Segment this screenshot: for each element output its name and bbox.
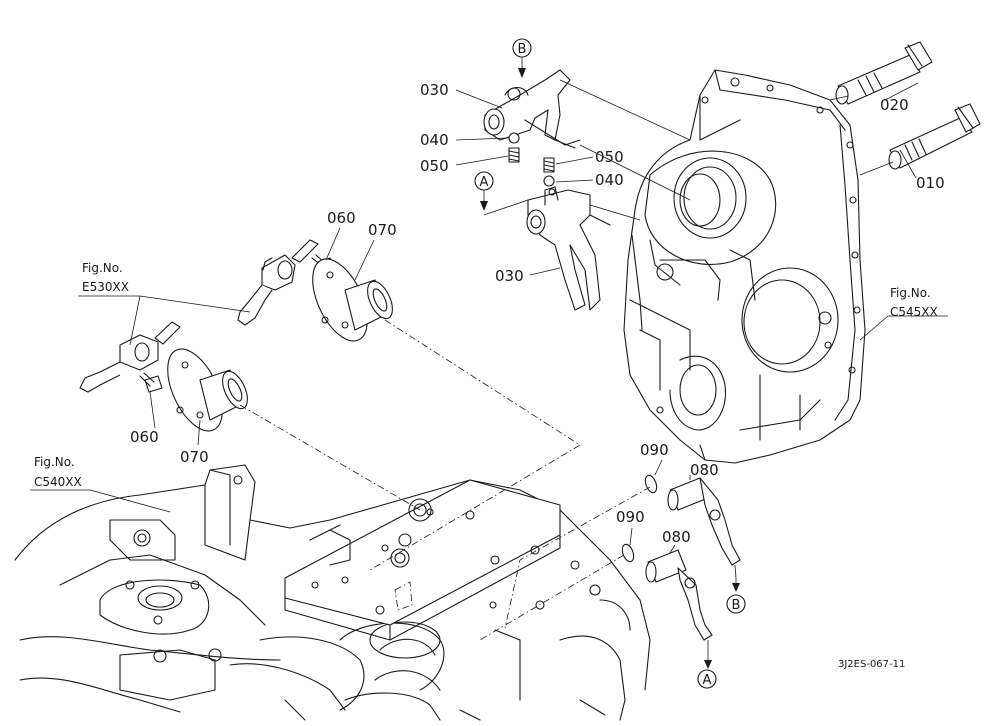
marker-b-bottom: B xyxy=(726,578,746,614)
gear-housing-drawing xyxy=(623,69,866,464)
shift-arm-upper-drawing xyxy=(237,239,319,326)
marker-b-top-letter: B xyxy=(518,42,527,57)
flange-070-bottom-drawing xyxy=(167,348,248,432)
ball-040-right-drawing xyxy=(543,175,555,187)
label-020: 020 xyxy=(880,96,909,114)
figure-ref-c540-prefix: Fig.No. xyxy=(34,455,75,469)
label-050-left: 050 xyxy=(420,157,449,175)
bolt-060-bottom-drawing xyxy=(139,372,163,393)
label-070-bottom: 070 xyxy=(180,448,209,466)
assembly-lines xyxy=(239,79,894,655)
spring-050-left-drawing xyxy=(508,147,520,163)
label-090-upper: 090 xyxy=(640,441,669,459)
figure-ref-e530-code: E530XX xyxy=(82,280,129,294)
o-ring-090-upper-drawing xyxy=(644,474,658,494)
label-010: 010 xyxy=(916,174,945,192)
figure-ref-c540-code: C540XX xyxy=(34,475,82,489)
marker-b-bottom-letter: B xyxy=(732,598,741,613)
label-080-upper: 080 xyxy=(690,461,719,479)
marker-a-top: A xyxy=(474,171,529,216)
flange-070-top-drawing xyxy=(312,258,393,342)
shift-fork-030-bottom-drawing xyxy=(526,186,611,311)
lever-080-upper-drawing xyxy=(667,477,741,566)
shift-fork-030-top-drawing xyxy=(483,69,581,149)
figure-ref-c545-prefix: Fig.No. xyxy=(890,286,931,300)
cover-plate-drawing xyxy=(284,479,580,641)
label-060-bottom: 060 xyxy=(130,428,159,446)
figure-ref-e530: Fig.No. E530XX xyxy=(82,261,129,294)
marker-a-bottom-letter: A xyxy=(703,673,712,688)
leader-lines xyxy=(30,82,948,554)
ball-040-top-drawing xyxy=(508,132,520,144)
figure-ref-c545: Fig.No. C545XX xyxy=(890,286,938,319)
label-040-top: 040 xyxy=(420,131,449,149)
shaft-010-drawing xyxy=(888,103,981,170)
spring-050-right-drawing xyxy=(543,157,555,173)
marker-a-bottom: A xyxy=(697,655,717,689)
label-040-right: 040 xyxy=(595,171,624,189)
shaft-020-drawing xyxy=(835,41,933,105)
transmission-case-drawing xyxy=(14,464,651,721)
lever-080-lower-drawing xyxy=(645,549,713,641)
label-090-lower: 090 xyxy=(616,508,645,526)
label-080-lower: 080 xyxy=(662,528,691,546)
marker-b-top: B xyxy=(512,38,532,78)
figure-ref-e530-prefix: Fig.No. xyxy=(82,261,123,275)
marker-a-top-letter: A xyxy=(480,175,489,190)
shift-arm-lower-drawing xyxy=(79,321,181,393)
drawing-code: 3J2ES-067-11 xyxy=(838,659,905,670)
label-030-top: 030 xyxy=(420,81,449,99)
figure-ref-c540: Fig.No. C540XX xyxy=(34,455,82,489)
label-050-right: 050 xyxy=(595,148,624,166)
label-030-bottom: 030 xyxy=(495,267,524,285)
o-ring-090-lower-drawing xyxy=(621,543,635,563)
label-060-top: 060 xyxy=(327,209,356,227)
figure-ref-c545-code: C545XX xyxy=(890,305,938,319)
label-070-top: 070 xyxy=(368,221,397,239)
part-labels: 030 040 050 050 040 030 020 010 060 070 … xyxy=(130,81,945,546)
